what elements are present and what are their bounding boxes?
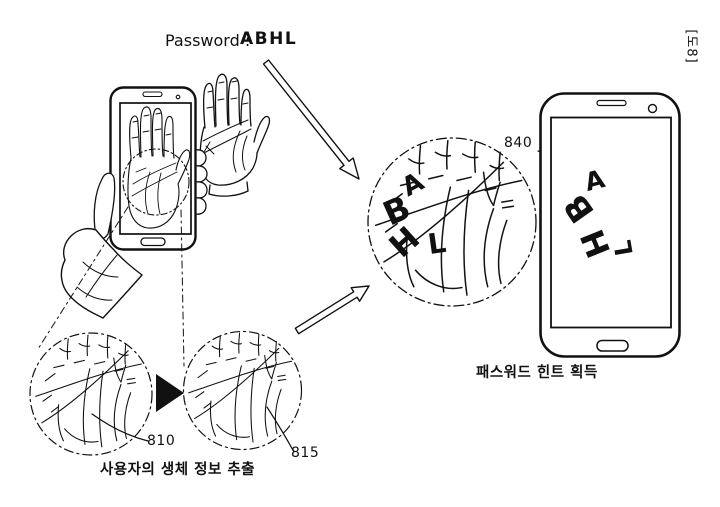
ref-numeral-840: 840	[504, 135, 533, 151]
caption-password-hint: 패스워드 힌트 획득	[476, 365, 598, 381]
screen-palm-image	[127, 106, 191, 229]
figure-number-label: [도8]	[683, 29, 699, 64]
speaker-slot	[142, 91, 163, 98]
ref-numeral-815: 815	[291, 445, 320, 461]
password-label: Password :	[165, 31, 251, 50]
hint-phone-screen	[550, 116, 672, 329]
ref-numeral-810: 810	[147, 433, 176, 449]
speaker-slot	[596, 99, 627, 107]
hint-phone	[539, 92, 681, 358]
front-camera-dot	[175, 94, 181, 100]
transform-triangle-arrow	[156, 374, 184, 412]
palm-feature-circle-815	[182, 330, 303, 451]
arrow-from-password	[262, 59, 360, 180]
home-button	[596, 339, 629, 352]
screen-roi-circle	[122, 148, 190, 216]
palm-detail-circle-810	[29, 332, 153, 456]
front-camera-dot	[647, 103, 658, 114]
extraction-circles	[29, 330, 303, 456]
caption-biometric-extraction: 사용자의 생체 정보 추출	[99, 462, 256, 478]
user-hand	[199, 73, 271, 197]
projection-lines	[37, 206, 185, 367]
capture-phone	[109, 86, 197, 251]
password-value: ABHL	[240, 29, 298, 49]
leader-line-810	[91, 413, 149, 442]
arrow-from-extraction	[294, 285, 370, 335]
capture-phone-screen	[119, 102, 192, 235]
holding-hand	[60, 149, 208, 319]
leader-line-815	[266, 406, 295, 453]
palm-letter-l: L	[425, 225, 448, 262]
home-button	[140, 237, 166, 247]
camera-phone-scene	[37, 73, 271, 367]
